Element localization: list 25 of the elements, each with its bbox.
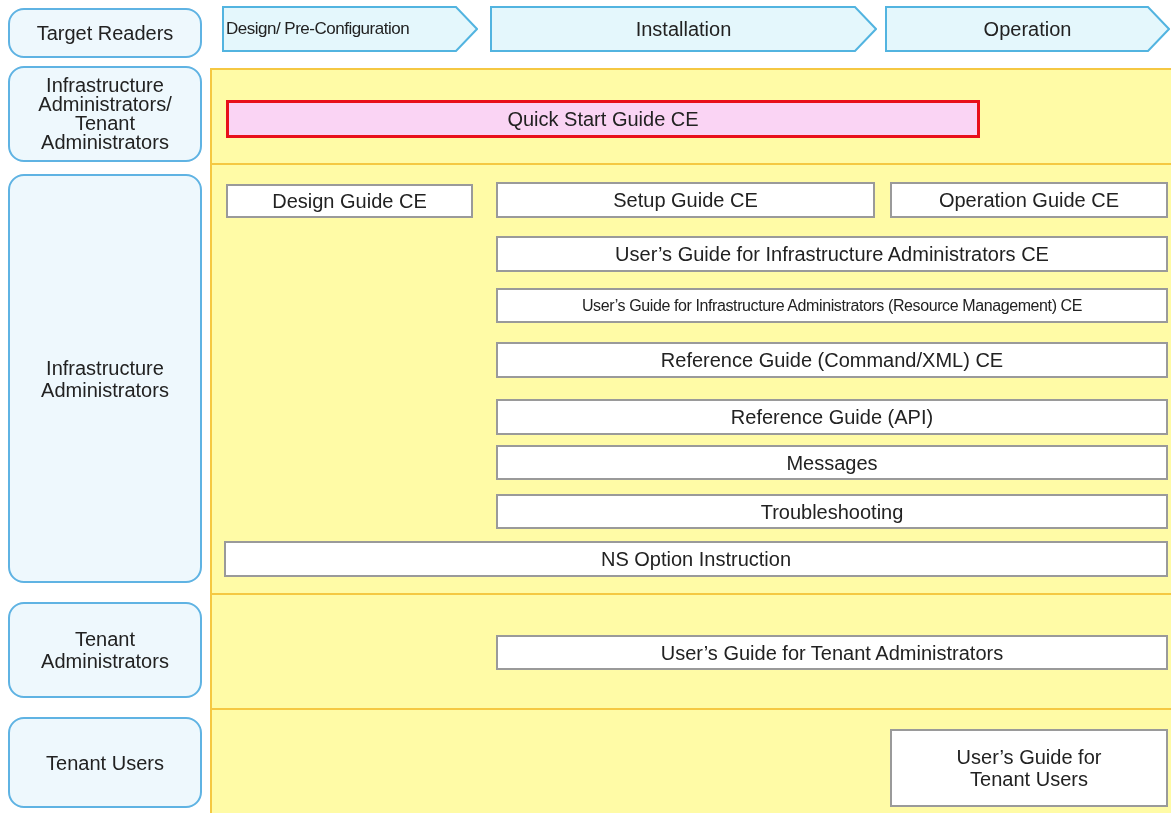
reader-band bbox=[210, 593, 1171, 708]
reader-label: Infrastructure Administrators bbox=[8, 174, 202, 583]
guide-box: Reference Guide (API) bbox=[496, 399, 1168, 435]
reader-label: Target Readers bbox=[8, 8, 202, 58]
phase-header: Installation bbox=[490, 6, 877, 52]
guide-box: User’s Guide for Tenant Administrators bbox=[496, 635, 1168, 670]
reader-band bbox=[210, 708, 1171, 813]
guide-box: User’s Guide for Infrastructure Administrators CE bbox=[496, 236, 1168, 272]
reader-label: Tenant Administrators bbox=[8, 602, 202, 698]
reader-band bbox=[210, 68, 1171, 163]
guide-box: Troubleshooting bbox=[496, 494, 1168, 529]
guide-box: Operation Guide CE bbox=[890, 182, 1168, 218]
guide-box: User’s Guide for Tenant Users bbox=[890, 729, 1168, 807]
phase-header: Design/ Pre-Configuration bbox=[222, 6, 478, 52]
guide-box: NS Option Instruction bbox=[224, 541, 1168, 577]
guide-box: Reference Guide (Command/XML) CE bbox=[496, 342, 1168, 378]
guide-box: Design Guide CE bbox=[226, 184, 473, 218]
phase-header: Operation bbox=[885, 6, 1170, 52]
guide-box: User’s Guide for Infrastructure Administrators (Resource Management) CE bbox=[496, 288, 1168, 323]
guide-box: Quick Start Guide CE bbox=[226, 100, 980, 138]
guide-box: Messages bbox=[496, 445, 1168, 480]
guide-box: Setup Guide CE bbox=[496, 182, 875, 218]
reader-label: Tenant Users bbox=[8, 717, 202, 808]
reader-label: Infrastructure Administrators/ Tenant Administrators bbox=[8, 66, 202, 162]
reader-band bbox=[210, 163, 1171, 593]
